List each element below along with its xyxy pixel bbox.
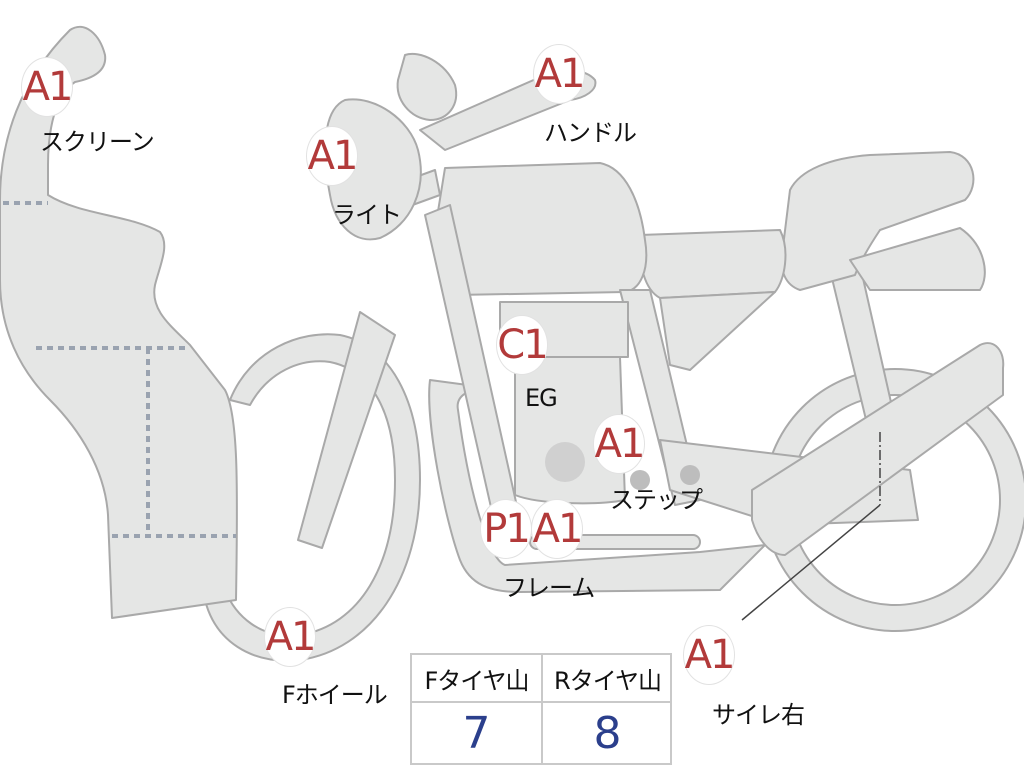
muffler-leader <box>741 432 881 621</box>
frame-badge-a1: A1 <box>532 500 583 558</box>
screen-badge: A1 <box>22 58 73 116</box>
front-cowl <box>0 25 238 619</box>
handle-badge: A1 <box>534 45 585 103</box>
muffler <box>751 342 1005 556</box>
frame-label: フレーム <box>503 574 595 602</box>
muffler-badge: A1 <box>684 626 735 684</box>
front-tire-value: 7 <box>462 707 491 759</box>
step-label: ステップ <box>610 486 703 514</box>
step-badge: A1 <box>594 415 645 473</box>
handle-label: ハンドル <box>544 119 637 147</box>
light-label: ライト <box>332 201 402 229</box>
front-fork <box>297 311 396 549</box>
mirror <box>396 52 458 121</box>
light-badge: A1 <box>307 127 358 185</box>
front-tire-header: Fタイヤ山 <box>412 655 541 703</box>
fwheel-label: Fホイール <box>282 681 388 709</box>
tire-tread-table: Fタイヤ山 Rタイヤ山 7 8 <box>410 653 672 765</box>
cowl-dotted-lines <box>3 201 236 538</box>
fuel-tank <box>434 162 648 296</box>
eg-label: EG <box>525 384 558 412</box>
muffler-label: サイレ右 <box>712 701 805 729</box>
eg-badge: C1 <box>497 316 549 374</box>
screen-label: スクリーン <box>40 128 155 156</box>
table-divider <box>541 655 543 765</box>
frame-badge-p1: P1 <box>481 500 531 558</box>
fwheel-badge: A1 <box>265 608 316 666</box>
seat <box>780 151 975 291</box>
rear-tire-header: Rタイヤ山 <box>543 655 672 703</box>
rear-tire-value: 8 <box>593 707 622 759</box>
